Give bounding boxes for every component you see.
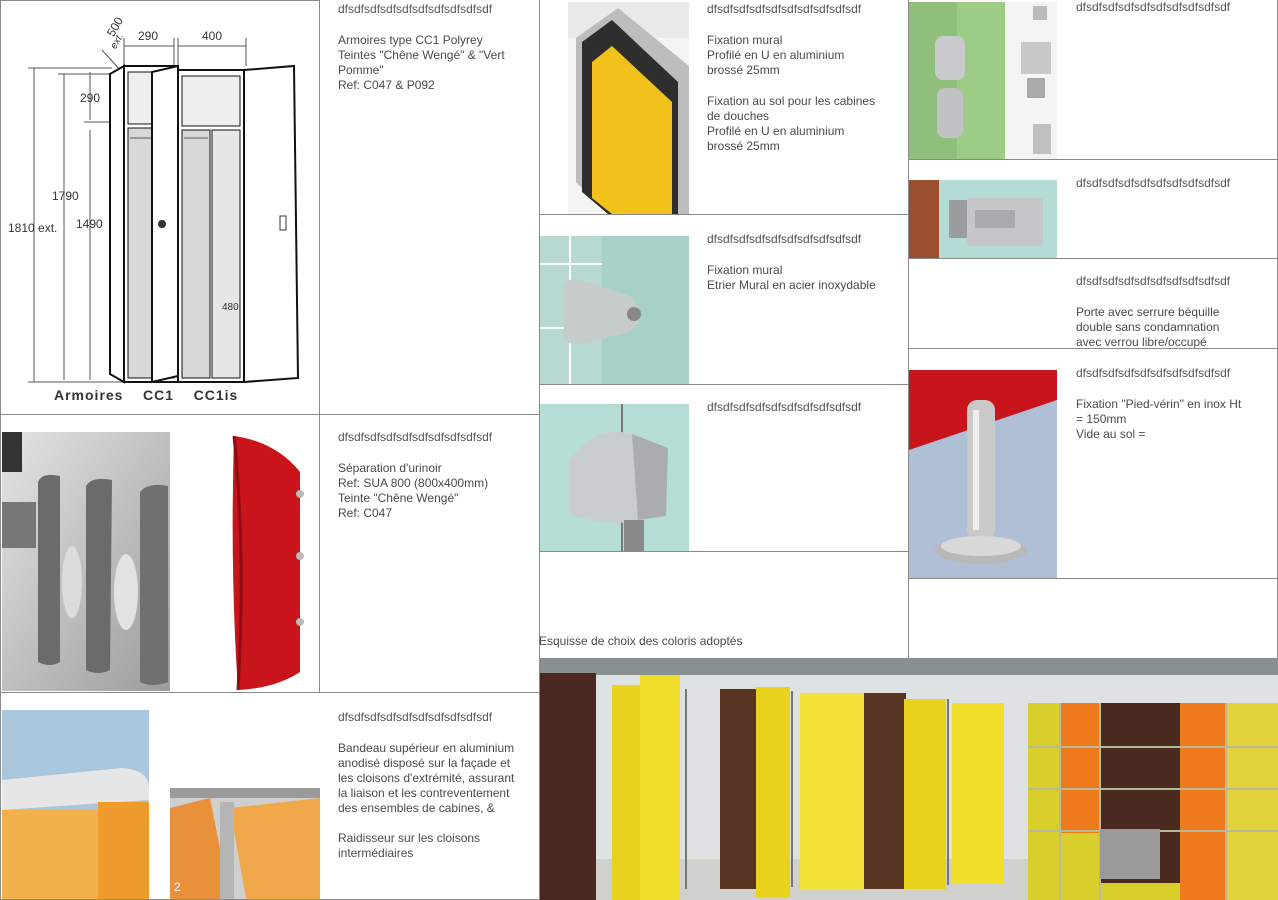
foot-line: Vide au sol = — [1076, 427, 1146, 441]
divider — [539, 658, 1278, 659]
profile-line: Profilé en U en aluminium — [707, 48, 845, 62]
urinal-separator-photo — [216, 432, 319, 692]
lock-line: Porte avec serrure béquille — [1076, 305, 1220, 319]
locker-label: Armoires CC1 CC1is — [54, 387, 238, 403]
reference-code: dfsdfsdfsdfsdfsdfsdfsdfsdfsdf — [338, 430, 493, 444]
dim-1490: 1490 — [76, 217, 103, 231]
divider — [0, 0, 319, 1]
divider — [539, 551, 909, 552]
dim-290-width: 290 — [138, 29, 158, 43]
reference-code: dfsdfsdfsdfsdfsdfsdfsdfsdfsdf — [1076, 366, 1231, 380]
lock-line: double sans condamnation — [1076, 320, 1220, 334]
reference-code: dfsdfsdfsdfsdfsdfsdfsdfsdfsdf — [1076, 274, 1231, 288]
lockers-line: Armoires type CC1 Polyrey — [338, 33, 483, 47]
reference-code: dfsdfsdfsdfsdfsdfsdfsdfsdfsdf — [1076, 176, 1231, 190]
urinal-line: Ref: C047 — [338, 506, 393, 520]
profile-line: brossé 25mm — [707, 139, 780, 153]
divider — [0, 414, 540, 415]
lockers-line: Ref: C047 & P092 — [338, 78, 435, 92]
divider — [539, 214, 909, 215]
stiffener-paragraph: Raidisseur sur les cloisons intermédiair… — [338, 831, 481, 860]
divider — [0, 0, 1, 900]
wall-bracket-photo — [540, 236, 689, 384]
hinge-photo — [909, 2, 1057, 159]
divider — [319, 0, 320, 414]
dim-1790: 1790 — [52, 189, 79, 203]
bandeau-photo — [2, 710, 149, 899]
divider — [908, 159, 1278, 160]
divider — [908, 0, 909, 658]
foot-line: Fixation "Pied-vérin" en inox Ht — [1076, 397, 1242, 411]
page-number: 2 — [174, 880, 181, 894]
foot-description: dfsdfsdfsdfsdfsdfsdfsdfsdfsdf Fixation "… — [1076, 366, 1258, 442]
door-stop-photo — [540, 404, 689, 551]
urinal-description: dfsdfsdfsdfsdfsdfsdfsdfsdfsdf Séparation… — [338, 430, 533, 521]
urinal-line: Teinte "Chêne Wengé" — [338, 491, 459, 505]
wall-bracket-description: dfsdfsdfsdfsdfsdfsdfsdfsdfsdf Fixation m… — [707, 232, 897, 293]
bandeau-paragraph: Bandeau supérieur en aluminium anodisé d… — [338, 741, 515, 815]
hinge-description: dfsdfsdfsdfsdfsdfsdfsdfsdfsdf — [1076, 0, 1271, 31]
dim-290-height: 290 — [80, 91, 100, 105]
profile-line: de douches — [707, 109, 770, 123]
door-stop-description: dfsdfsdfsdfsdfsdfsdfsdfsdfsdf — [707, 400, 897, 431]
reference-code: dfsdfsdfsdfsdfsdfsdfsdfsdfsdf — [707, 400, 862, 414]
divider — [0, 692, 540, 693]
divider — [319, 414, 320, 692]
lockers-description: dfsdfsdfsdfsdfsdfsdfsdfsdfsdf Armoires t… — [338, 2, 533, 93]
stiffener-photo — [170, 788, 320, 899]
profile-line: Fixation au sol pour les cabines — [707, 94, 876, 108]
divider — [539, 0, 540, 900]
divider — [908, 348, 1278, 349]
latch-photo — [909, 180, 1057, 258]
reference-code: dfsdfsdfsdfsdfsdfsdfsdfsdfsdf — [1076, 0, 1231, 14]
divider — [908, 258, 1278, 259]
reference-code: dfsdfsdfsdfsdfsdfsdfsdfsdfsdf — [338, 2, 493, 16]
urinal-line: Ref: SUA 800 (800x400mm) — [338, 476, 489, 490]
dim-400-width: 400 — [202, 29, 222, 43]
wall-bracket-line: Fixation mural — [707, 263, 783, 277]
profile-line: Profilé en U en aluminium — [707, 124, 845, 138]
color-sketch-render — [540, 659, 1278, 900]
bandeau-description: dfsdfsdfsdfsdfsdfsdfsdfsdfsdf Bandeau su… — [338, 710, 520, 876]
urinal-photo — [2, 432, 170, 691]
lockers-line: Teintes "Chêne Wengé" & "Vert Pomme" — [338, 48, 505, 77]
profile-line: brossé 25mm — [707, 63, 780, 77]
wall-bracket-line: Etrier Mural en acier inoxydable — [707, 278, 876, 292]
dim-480: 480 — [222, 302, 239, 313]
profile-photo — [568, 2, 689, 214]
divider — [908, 578, 1278, 579]
lock-description: dfsdfsdfsdfsdfsdfsdfsdfsdfsdf Porte avec… — [1076, 274, 1271, 348]
urinal-line: Séparation d'urinoir — [338, 461, 442, 475]
foot-line: = 150mm — [1076, 412, 1127, 426]
dim-1810: 1810 ext. — [8, 221, 57, 235]
latch-description: dfsdfsdfsdfsdfsdfsdfsdfsdfsdf — [1076, 176, 1271, 207]
profile-description: dfsdfsdfsdfsdfsdfsdfsdfsdfsdf Fixation m… — [707, 2, 897, 154]
profile-line: Fixation mural — [707, 33, 783, 47]
sketch-caption: Esquisse de choix des coloris adoptés — [539, 634, 743, 648]
foot-photo — [909, 370, 1057, 578]
locker-diagram: 290 400 500 ext. 290 1790 1490 1810 ext.… — [2, 2, 318, 412]
lock-line: avec verrou libre/occupé — [1076, 335, 1207, 348]
reference-code: dfsdfsdfsdfsdfsdfsdfsdfsdfsdf — [338, 710, 493, 724]
divider — [539, 384, 909, 385]
reference-code: dfsdfsdfsdfsdfsdfsdfsdfsdfsdf — [707, 2, 862, 16]
reference-code: dfsdfsdfsdfsdfsdfsdfsdfsdfsdf — [707, 232, 862, 246]
